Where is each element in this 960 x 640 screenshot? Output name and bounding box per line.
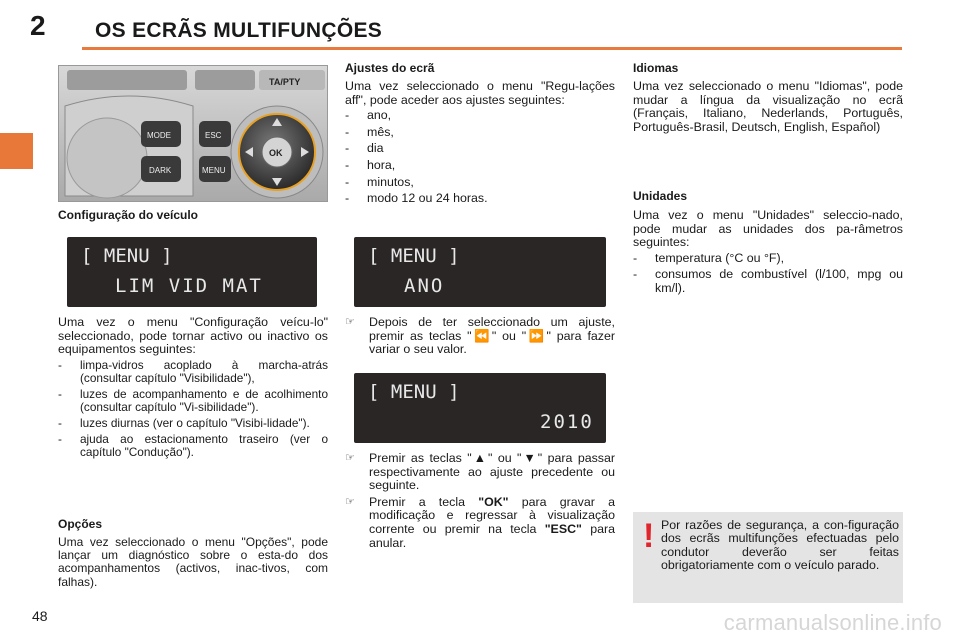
pointer-icon: ☞ <box>345 316 355 328</box>
vehicle-config-section: Uma vez o menu "Configuração veícu-lo" s… <box>58 315 328 462</box>
warning-icon: ! <box>643 517 655 555</box>
control-panel-photo: TA/PTY MODE DARK ESC MENU OK <box>58 65 328 202</box>
forward-icon: ⏩ <box>526 328 547 343</box>
chapter-number: 2 <box>30 10 46 41</box>
list-item: -ano, <box>345 108 392 123</box>
options-text: Uma vez seleccionado o menu "Opções", po… <box>58 535 328 589</box>
list-item: -temperatura (°C ou °F), <box>633 250 785 265</box>
list-item: -hora, <box>345 157 396 172</box>
safety-warning-box: ! Por razões de segurança, a con-figuraç… <box>633 512 903 603</box>
list-item: -dia <box>345 141 384 156</box>
list-item: ☞Depois de ter seleccionado um ajuste, p… <box>345 315 615 357</box>
display-year: [ MENU ] ANO <box>354 237 606 307</box>
list-item: -mês, <box>345 124 394 139</box>
display-line-1: [ MENU ] <box>368 381 460 403</box>
languages-text: Uma vez seleccionado o menu "Idiomas", p… <box>633 79 903 134</box>
display-line-1: [ MENU ] <box>368 245 460 267</box>
menu-label: MENU <box>202 166 226 175</box>
display-line-2: LIM VID MAT <box>115 275 263 297</box>
list-item: -luzes de acompanhamento e de acolhiment… <box>58 386 328 414</box>
display-line-2: ANO <box>404 275 444 297</box>
languages-title: Idiomas <box>633 61 679 75</box>
list-item: -ajuda ao estacionamento traseiro (ver o… <box>58 431 328 459</box>
screen-settings-title: Ajustes do ecrã <box>345 61 435 75</box>
list-item: -consumos de combustível (l/100, mpg ou … <box>633 267 903 295</box>
pointer-icon: ☞ <box>345 495 355 508</box>
list-item: -luzes diurnas (ver o capítulo "Visibi-l… <box>58 415 310 430</box>
arrow-down-icon: ▼ <box>521 451 538 465</box>
units-text: Uma vez o menu "Unidades" seleccio-nado,… <box>633 208 903 250</box>
rewind-icon: ⏪ <box>471 328 492 343</box>
pointer-icon: ☞ <box>345 452 355 464</box>
warning-text: Por razões de segurança, a con-figuração… <box>661 518 899 573</box>
chapter-tab <box>0 133 33 169</box>
chapter-title: OS ECRÃS MULTIFUNÇÕES <box>95 19 383 42</box>
screen-settings-section: Uma vez seleccionado o menu "Regu-lações… <box>345 79 615 209</box>
units-title: Unidades <box>633 189 688 203</box>
display-vehicle-config: [ MENU ] LIM VID MAT <box>67 237 317 307</box>
mode-label: MODE <box>147 131 171 140</box>
arrow-up-icon: ▲ <box>471 451 488 465</box>
step-list-1: ☞Depois de ter seleccionado um ajuste, p… <box>345 315 615 360</box>
list-item: -minutos, <box>345 174 414 189</box>
list-item: -limpa-vidros acoplado à marcha-atrás (c… <box>58 357 328 385</box>
list-item: ☞Premir a tecla "OK" para gravar a modif… <box>345 494 616 550</box>
display-year-value: [ MENU ] 2010 <box>354 373 606 443</box>
display-line-1: [ MENU ] <box>81 245 173 267</box>
page-number: 48 <box>32 608 48 624</box>
options-title: Opções <box>58 517 103 531</box>
screen-settings-list: -ano, -mês, -dia -hora, -minutos, -modo … <box>345 108 615 206</box>
units-section: Uma vez o menu "Unidades" seleccio-nado,… <box>633 208 903 299</box>
step-list-2: ☞Premir as teclas "▲" ou "▼" para passar… <box>345 451 616 553</box>
photo-caption: Configuração do veículo <box>58 208 199 222</box>
ta-pty-label: TA/PTY <box>269 77 300 87</box>
screen-settings-intro: Uma vez seleccionado o menu "Regu-lações… <box>345 79 615 107</box>
list-item: ☞Premir as teclas "▲" ou "▼" para passar… <box>345 451 616 493</box>
ok-label: OK <box>269 148 283 158</box>
units-list: -temperatura (°C ou °F), -consumos de co… <box>633 250 903 296</box>
watermark: carmanualsonline.info <box>723 610 942 635</box>
display-line-2: 2010 <box>540 411 594 433</box>
dark-label: DARK <box>149 166 172 175</box>
esc-label: ESC <box>205 131 222 140</box>
vehicle-config-intro: Uma vez o menu "Configuração veícu-lo" s… <box>58 315 328 357</box>
header-rule <box>82 47 902 50</box>
list-item: -modo 12 ou 24 horas. <box>345 191 488 206</box>
vehicle-config-list: -limpa-vidros acoplado à marcha-atrás (c… <box>58 357 328 459</box>
